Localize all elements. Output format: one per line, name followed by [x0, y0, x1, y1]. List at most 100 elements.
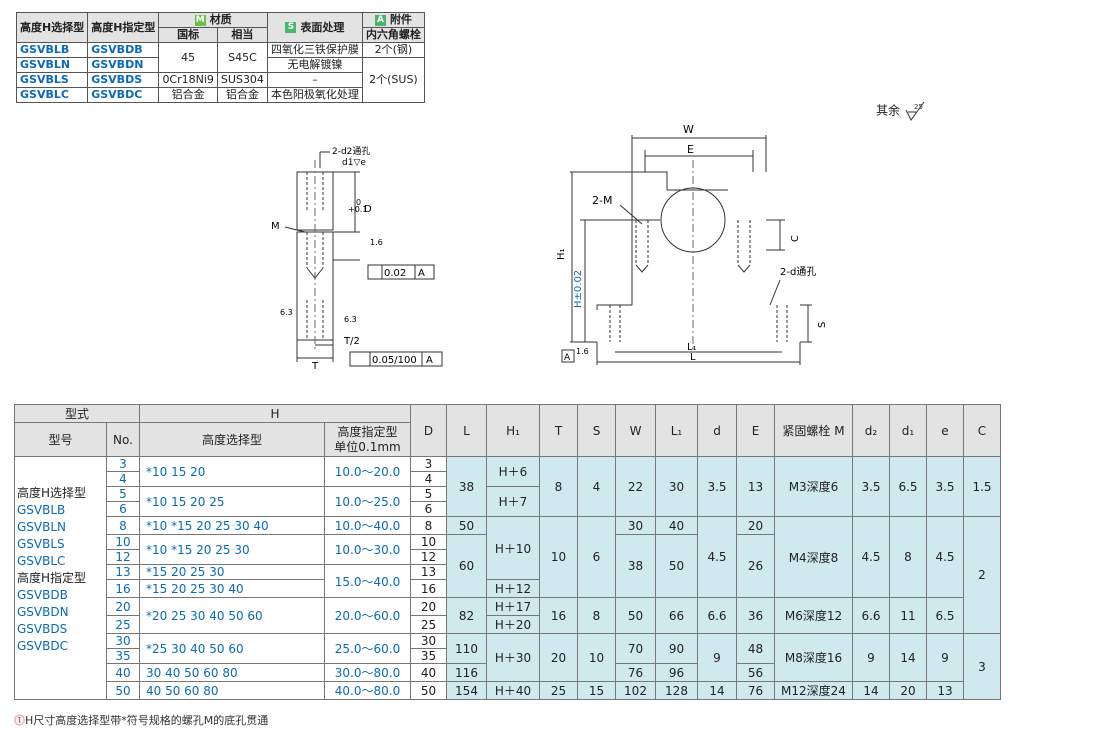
no-cell: 50 [106, 681, 140, 700]
surface-tag-icon: S [285, 22, 297, 33]
no-cell: 20 [106, 597, 140, 616]
flatness-tol: 0.02 [384, 268, 406, 279]
no-cell: 8 [106, 516, 140, 535]
h-select-cell: 40 50 60 80 [139, 681, 325, 700]
d1-cell: 8 [889, 516, 927, 598]
hdr-col-e: e [926, 404, 964, 457]
h-specify-cell: 10.0～25.0 [324, 486, 411, 517]
e-label: E [687, 143, 694, 156]
d1-cell: 20 [889, 681, 927, 700]
d-cell: 25 [410, 615, 447, 634]
t-cell: 8 [539, 456, 578, 517]
warning-icon: ⓵ [14, 714, 25, 727]
mat-model-b: GSVBDB [87, 42, 160, 58]
d-cell: 20 [410, 597, 447, 616]
datum-label: A [564, 353, 571, 363]
m-label: M [271, 221, 280, 232]
hdr-h: H [139, 404, 411, 423]
h-specify-cell: 30.0～80.0 [324, 663, 411, 682]
h1-label: H₁ [556, 248, 567, 260]
model-group-select: 高度H选择型 [17, 486, 87, 500]
hdr-col-L: L [446, 404, 487, 457]
model-group-specify: 高度H指定型 [17, 571, 87, 585]
d-cell: 50 [410, 681, 447, 700]
ee-cell: 4.5 [926, 516, 964, 598]
h-select-cell: *10 15 20 25 [139, 486, 325, 517]
s-cell: 10 [577, 633, 616, 682]
model-name: GSVBLB [17, 503, 66, 517]
l-cell: 116 [446, 663, 487, 682]
l-cell: 82 [446, 597, 487, 634]
l1-cell: 90 [655, 633, 698, 664]
mat-model-b: GSVBDS [87, 72, 160, 88]
h-select-cell: 30 40 50 60 80 [139, 663, 325, 682]
mat-eq: SUS304 [216, 72, 268, 88]
hdr-h-specify-label: 高度指定型 [337, 424, 398, 439]
no-cell: 10 [106, 534, 140, 550]
hdr-gb: 国标 [158, 27, 218, 43]
l1-label: L₁ [687, 342, 697, 353]
model-name: GSVBLS [17, 537, 65, 551]
s-cell: 6 [577, 516, 616, 598]
hdr-col-E: E [736, 404, 775, 457]
d-cell: 3 [410, 456, 447, 472]
perp-datum: A [426, 355, 433, 366]
no-cell: 5 [106, 486, 140, 502]
l1-cell: 128 [655, 681, 698, 700]
h1-cell: H＋12 [486, 579, 540, 598]
mat-eq: 铝合金 [216, 87, 268, 103]
ee-cell: 13 [926, 681, 964, 700]
w-cell: 22 [615, 456, 656, 517]
d-tol-lo: 0 [356, 198, 361, 207]
s-cell: 4 [577, 456, 616, 517]
t-cell: 20 [539, 633, 578, 682]
hdr-accessory-sub: 内六角螺栓 [361, 27, 425, 43]
h-label: H±0.02 [573, 270, 584, 308]
hdr-accessory-label: 附件 [389, 13, 412, 26]
m-cell: M3深度6 [774, 456, 853, 517]
model-list: 高度H选择型 GSVBLB GSVBLN GSVBLS GSVBLC 高度H指定… [14, 456, 107, 700]
h1-cell: H＋6 [486, 456, 540, 487]
rough-label: 1.6 [576, 347, 589, 356]
mat-acc: 2个(钢) [361, 42, 425, 58]
l-cell: 60 [446, 534, 487, 598]
h-select-cell: *15 20 25 30 [139, 564, 325, 580]
mat-model-a: GSVBLS [15, 72, 89, 88]
d-cell: 40 [410, 663, 447, 682]
l1-cell: 50 [655, 534, 698, 598]
l1-cell: 40 [655, 516, 698, 535]
d-cell: 6 [410, 501, 447, 517]
d1-cell: 11 [889, 597, 927, 634]
front-view-drawing: W E 2-M H₁ H±0.02 C 2-d通孔 S L₁ L A 1.6 [556, 123, 828, 365]
hdr-h-unit: 单位0.1mm [334, 439, 401, 454]
mat-surface: 本色阳极氧化处理 [266, 87, 363, 103]
dd-cell: 14 [697, 681, 737, 700]
d-cell: 10 [410, 534, 447, 550]
hdr-col-L1: L₁ [655, 404, 698, 457]
d-cell: 4 [410, 471, 447, 487]
m-cell: M6深度12 [774, 597, 853, 634]
h1-cell: H＋20 [486, 615, 540, 634]
hdr-model: 型号 [14, 422, 107, 457]
s-cell: 15 [577, 681, 616, 700]
d2-cell: 9 [852, 633, 890, 682]
hdr-col-C: C [963, 404, 1001, 457]
flatness-datum: A [418, 268, 425, 279]
h-specify-cell: 10.0～20.0 [324, 456, 411, 487]
hdr-col-D: D [410, 404, 447, 457]
d-tol-up: +0.1 [348, 205, 367, 214]
hdr-surface-label: 表面处理 [300, 20, 345, 34]
ee-cell: 9 [926, 633, 964, 682]
hdr-col-S: S [577, 404, 616, 457]
no-cell: 40 [106, 663, 140, 682]
d2-cell: 6.6 [852, 597, 890, 634]
w-cell: 38 [615, 534, 656, 598]
perp-tol: 0.05/100 [372, 355, 417, 366]
e-cell: 76 [736, 681, 775, 700]
no-cell: 13 [106, 564, 140, 580]
d2-cell: 4.5 [852, 516, 890, 598]
e-cell: 26 [736, 534, 775, 598]
